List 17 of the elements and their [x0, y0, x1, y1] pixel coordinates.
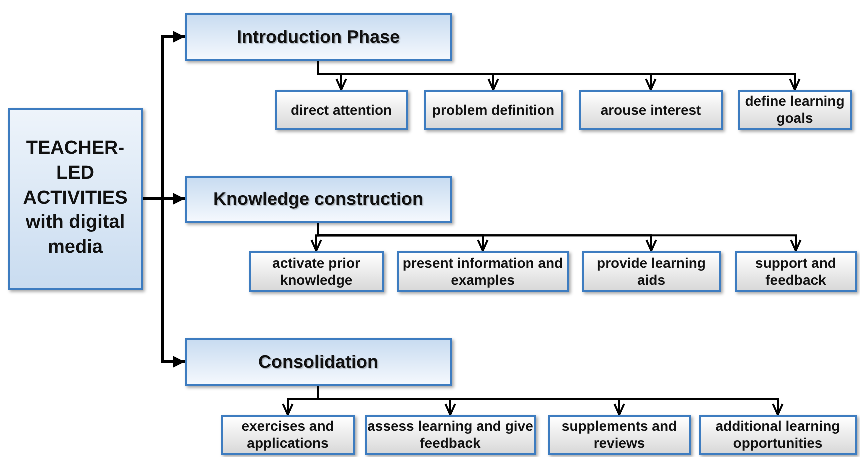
activity-box: define learning goals	[738, 90, 852, 130]
activity-box: activate prior knowledge	[249, 251, 384, 292]
root-box: TEACHER-LED ACTIVITIES with digital media	[8, 108, 143, 290]
phase-box: Introduction Phase	[185, 13, 452, 61]
activity-box: problem definition	[424, 90, 563, 130]
activity-box: direct attention	[275, 90, 408, 130]
activity-box: arouse interest	[579, 90, 723, 130]
activity-box: additional learning opportunities	[699, 415, 857, 455]
phase-box: Consolidation	[185, 338, 452, 386]
activity-box: exercises and applications	[221, 415, 355, 455]
activity-box: provide learning aids	[582, 251, 721, 292]
activity-box: support and feedback	[735, 251, 857, 292]
activity-box: supplements and reviews	[548, 415, 691, 455]
phase-box: Knowledge construction	[185, 176, 452, 223]
activity-box: assess learning and give feedback	[365, 415, 536, 455]
arrow	[143, 198, 185, 368]
activity-box: present information and examples	[397, 251, 569, 292]
